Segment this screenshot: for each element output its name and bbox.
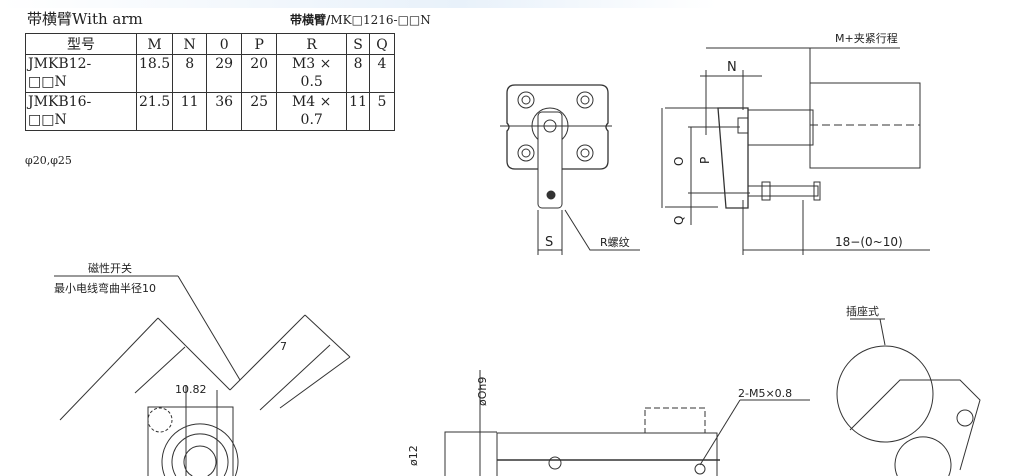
label-o: O: [672, 157, 686, 166]
label-q: Q: [672, 216, 686, 225]
model-line1: JMKB16-: [28, 94, 92, 110]
cell-o: 36: [206, 92, 243, 131]
subtitle-bold: 带横臂/: [290, 13, 331, 27]
cell-r: M4 × 0.7: [276, 92, 348, 131]
bore-note: φ20,φ25: [25, 154, 72, 167]
dim-phi-o-h9: øOh9: [476, 377, 489, 406]
model-subtitle: 带横臂/MK□1216-□□N: [290, 11, 431, 28]
cylinder-body-drawing: [444, 370, 810, 476]
side-view-drawing: [661, 47, 930, 255]
label-p: P: [698, 157, 712, 164]
header-tint: [0, 0, 1024, 8]
cell-m: 21.5: [135, 92, 174, 131]
dimension-table: 型号 M N 0 P R S Q JMKB12-□□N 18.5 8 29 20…: [25, 33, 395, 131]
dim-phi-12: ø12: [407, 445, 420, 466]
model-cell: JMKB16- □□N: [25, 92, 137, 131]
cell-m: 18.5: [135, 54, 174, 93]
cell-s: 11: [346, 92, 370, 131]
label-socket-type: 插座式: [846, 304, 879, 318]
model-cell: JMKB12- □□N: [25, 54, 137, 93]
table-row: JMKB16-□□N 21.5 11 36 25 M4 × 0.7 11 5: [25, 92, 395, 131]
label-bend-radius: 最小电线弯曲半径10: [54, 281, 156, 295]
subtitle-model: MK□1216-□□N: [330, 13, 431, 27]
label-thread: 2-M5×0.8: [738, 387, 792, 400]
page-title: 带横臂With arm: [27, 10, 143, 28]
label-stroke: 18−(0~10): [835, 235, 903, 249]
cell-q: 4: [369, 54, 395, 93]
label-magnetic-switch: 磁性开关: [88, 261, 132, 275]
socket-view-drawing: [836, 318, 981, 476]
dim-10-82: 10.82: [175, 383, 207, 396]
cell-o: 29: [206, 54, 243, 93]
model-line2: □□N: [28, 112, 67, 128]
switch-view-drawing: [54, 275, 351, 476]
model-line2: □□N: [28, 74, 67, 90]
cell-r: M3 × 0.5: [276, 54, 348, 93]
dim-7: 7: [280, 340, 287, 353]
label-m-clamp-stroke: M+夹紧行程: [835, 32, 898, 45]
cell-q: 5: [369, 92, 395, 131]
table-row: JMKB12-□□N 18.5 8 29 20 M3 × 0.5 8 4: [25, 54, 395, 93]
model-line1: JMKB12-: [28, 56, 92, 72]
drawing-labels: M+夹紧行程 N O P Q S R螺纹 18−(0~10) 磁性开关 最小电线…: [54, 32, 903, 466]
col-header-m: M: [135, 33, 174, 55]
label-n: N: [727, 60, 737, 75]
front-view-drawing: [500, 84, 640, 255]
label-r-thread: R螺纹: [600, 235, 630, 249]
table-header-row: 型号 M N 0 P R S Q: [25, 33, 395, 55]
label-s: S: [545, 235, 553, 250]
